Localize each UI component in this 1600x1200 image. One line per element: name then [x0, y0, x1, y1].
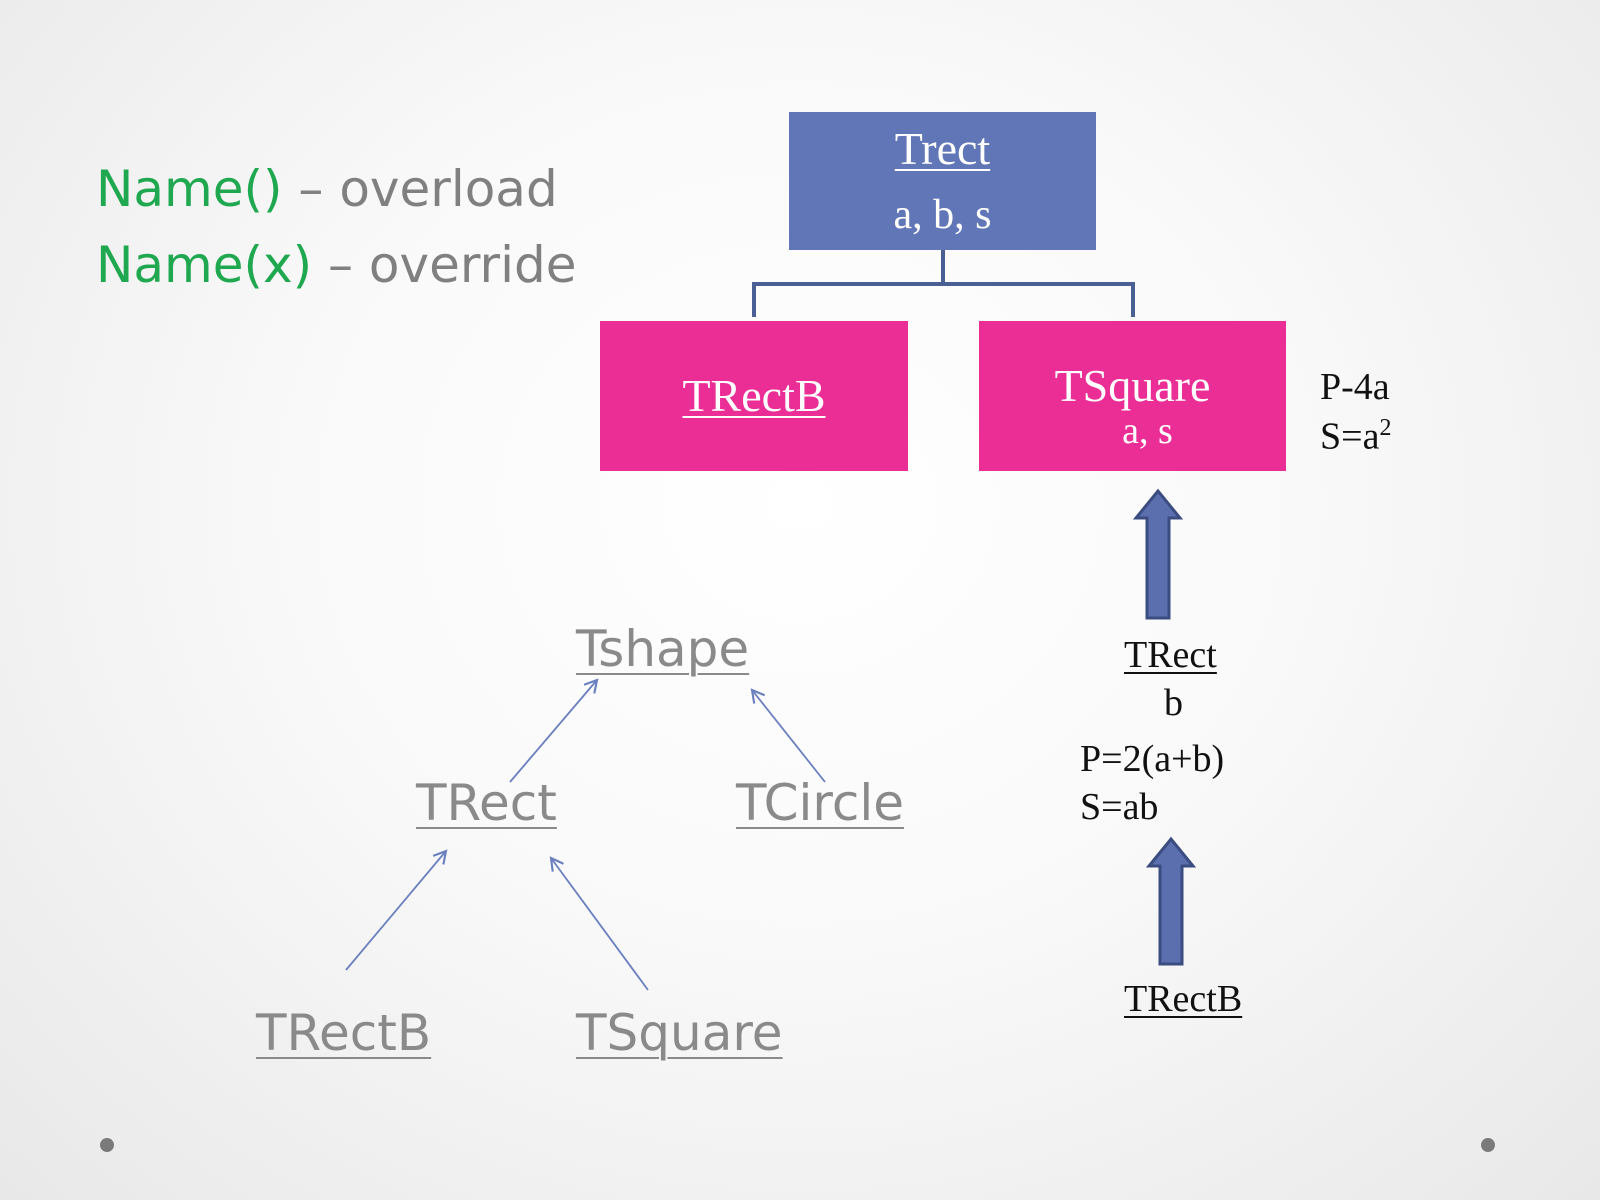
chain-trectb-title: TRectB	[1124, 978, 1243, 1020]
hierarchy-tshape: Tshape	[576, 620, 750, 678]
hierarchy-trect: TRect	[416, 774, 557, 832]
legend-override-signature: Name(x)	[96, 236, 313, 294]
right-child-title: TSquare	[1054, 359, 1211, 411]
square-perimeter: P-4a	[1320, 366, 1390, 408]
legend-overload-text: – overload	[282, 160, 558, 218]
legend-overload-signature: Name()	[96, 160, 283, 218]
root-class-box: Trect a, b, s	[789, 112, 1096, 250]
left-child-box: TRectB	[600, 321, 908, 471]
legend-override-text: – override	[312, 236, 577, 294]
hierarchy-trectb: TRectB	[256, 1004, 432, 1062]
left-child-title: TRectB	[682, 369, 826, 421]
chain-trect-field: b	[1164, 682, 1183, 724]
square-area: S=a2	[1320, 416, 1391, 456]
hierarchy-tsquare: TSquare	[576, 1004, 783, 1062]
arrow-trectb-to-trect	[345, 849, 448, 971]
hierarchy-tcircle: TCircle	[736, 774, 905, 832]
block-arrow-upper	[1132, 488, 1184, 620]
slide-dot-right	[1481, 1138, 1495, 1152]
square-area-exponent: 2	[1379, 415, 1392, 441]
right-child-fields: a, s	[1122, 410, 1173, 453]
root-class-title: Trect	[894, 122, 991, 174]
arrow-tsquare-to-trect	[549, 856, 649, 991]
root-to-children-connector	[752, 250, 1135, 317]
chain-trect-perimeter: P=2(a+b)	[1080, 738, 1225, 780]
chain-trect-title: TRect	[1124, 634, 1217, 676]
legend-override: Name(x) – override	[96, 240, 576, 290]
root-class-fields: a, b, s	[893, 192, 992, 239]
right-child-box: TSquare a, s	[979, 321, 1286, 471]
slide-dot-left	[100, 1138, 114, 1152]
arrow-trect-to-tshape	[509, 678, 599, 783]
block-arrow-lower	[1145, 836, 1197, 966]
legend-overload: Name() – overload	[96, 164, 558, 214]
chain-trect-area: S=ab	[1080, 786, 1159, 828]
square-area-base: S=a	[1320, 415, 1380, 458]
arrow-tcircle-to-tshape	[750, 688, 826, 783]
